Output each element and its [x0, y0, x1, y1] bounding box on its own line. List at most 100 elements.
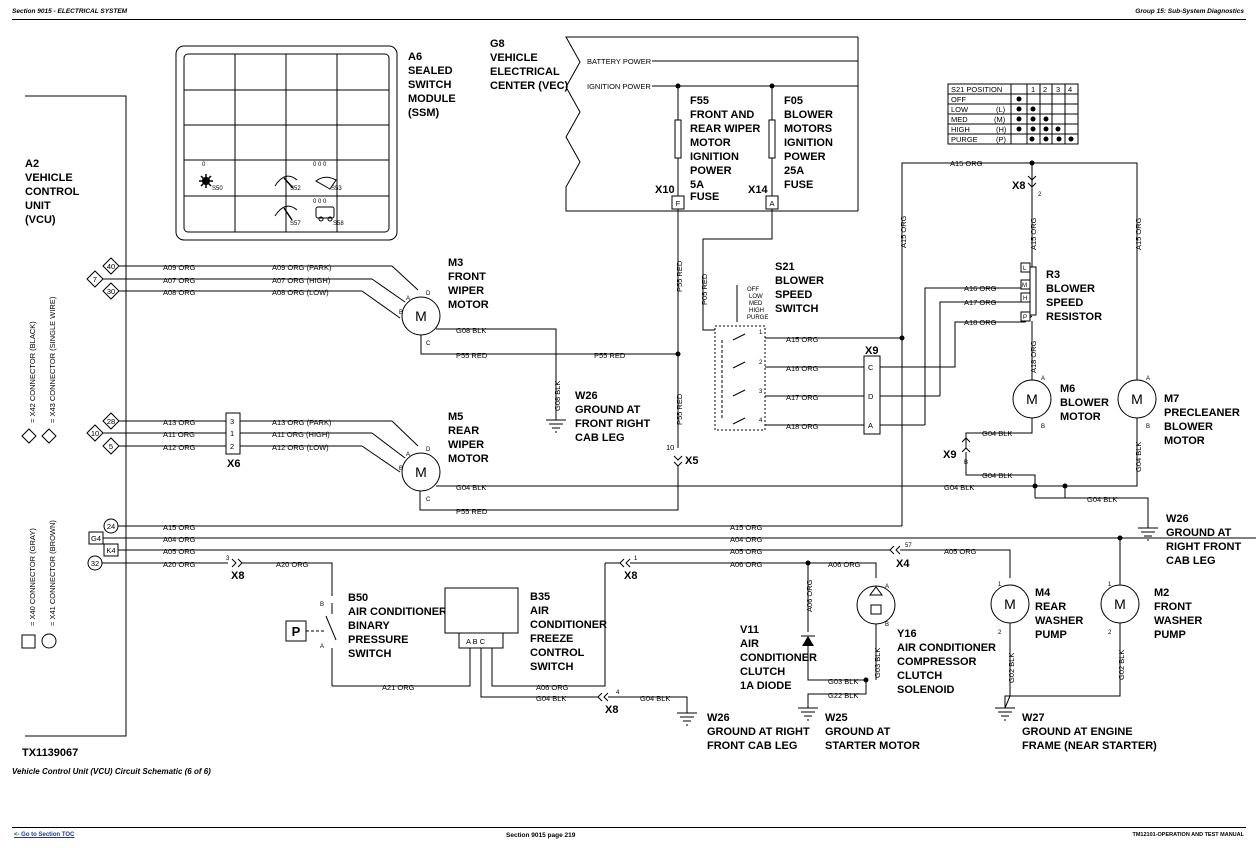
svg-text:GROUND AT ENGINE: GROUND AT ENGINE	[1022, 726, 1133, 738]
s21-table-dot	[1029, 136, 1035, 142]
vec-outline	[565, 36, 858, 212]
svg-text:4: 4	[616, 690, 620, 696]
svg-text:40: 40	[107, 262, 115, 271]
svg-text:57: 57	[905, 543, 912, 549]
x41-legend: = X41 CONNECTOR (BROWN)	[48, 520, 57, 626]
svg-text:SEALED: SEALED	[408, 65, 453, 77]
w27-ground-symbol	[995, 707, 1015, 721]
x5-pin: 10	[666, 443, 674, 452]
svg-text:A07 ORG: A07 ORG	[163, 276, 196, 285]
svg-text:CLUTCH: CLUTCH	[740, 666, 785, 678]
svg-text:A: A	[1146, 376, 1150, 382]
svg-text:POWER: POWER	[784, 151, 826, 163]
svg-text:2: 2	[1108, 630, 1112, 636]
svg-text:M6: M6	[1060, 383, 1075, 395]
goto-section-toc-link[interactable]: <- Go to Section TOC	[14, 832, 75, 838]
svg-text:Y16: Y16	[897, 628, 917, 640]
x43-legend: = X43 CONNECTOR (SINGLE WIRE)	[48, 296, 57, 423]
svg-text:(H): (H)	[996, 125, 1007, 134]
svg-text:B50: B50	[348, 592, 368, 604]
svg-text:A17 ORG: A17 ORG	[786, 393, 819, 402]
svg-text:2: 2	[759, 360, 763, 366]
svg-text:5A: 5A	[690, 179, 704, 191]
svg-text:G04 BLK: G04 BLK	[1134, 442, 1143, 472]
svg-text:S21 POSITION: S21 POSITION	[951, 85, 1002, 94]
svg-text:B: B	[1041, 424, 1045, 430]
svg-text:S58: S58	[333, 221, 344, 227]
s21-table-dot	[1056, 136, 1062, 142]
svg-text:(P): (P)	[996, 135, 1007, 144]
svg-text:P55 RED: P55 RED	[456, 351, 488, 360]
header-section: Section 9015 - ELECTRICAL SYSTEM	[12, 8, 128, 15]
svg-text:A15 ORG: A15 ORG	[163, 523, 196, 532]
f55-fuse	[674, 119, 682, 159]
s21-table-dot	[1030, 126, 1036, 132]
svg-text:FRONT: FRONT	[1154, 601, 1192, 613]
ignition-power: IGNITION POWER	[587, 82, 651, 91]
svg-text:IGNITION: IGNITION	[690, 151, 739, 163]
svg-text:CAB LEG: CAB LEG	[575, 432, 625, 444]
svg-text:A07 ORG (HIGH): A07 ORG (HIGH)	[272, 276, 331, 285]
svg-text:0 0 0: 0 0 0	[313, 199, 327, 205]
svg-text:AIR: AIR	[740, 638, 759, 650]
s21-table-dot	[1016, 106, 1022, 112]
svg-text:MOTOR: MOTOR	[448, 453, 489, 465]
svg-text:A05 ORG: A05 ORG	[944, 547, 977, 556]
svg-text:G03 BLK: G03 BLK	[873, 648, 882, 678]
svg-text:A17 ORG: A17 ORG	[964, 298, 997, 307]
svg-text:SPEED: SPEED	[1046, 297, 1083, 309]
x9-label: X9	[865, 345, 878, 357]
a15-left-vertical: A15 ORG	[899, 215, 908, 248]
blower-switch-icon	[199, 174, 213, 188]
svg-text:C: C	[426, 497, 431, 503]
svg-text:MOTORS: MOTORS	[784, 123, 832, 135]
svg-text:LOW: LOW	[951, 105, 969, 114]
svg-text:A04 ORG: A04 ORG	[730, 535, 763, 544]
w26-right-ground-symbol	[1138, 527, 1158, 541]
svg-text:1: 1	[230, 429, 234, 438]
svg-text:POWER: POWER	[690, 165, 732, 177]
footer-rule	[12, 827, 1246, 828]
svg-text:WIPER: WIPER	[448, 285, 484, 297]
svg-text:WASHER: WASHER	[1035, 615, 1083, 627]
svg-text:A B C: A B C	[466, 637, 486, 646]
svg-text:M5: M5	[448, 411, 463, 423]
svg-text:25A: 25A	[784, 165, 804, 177]
svg-text:A: A	[406, 296, 410, 302]
svg-text:(M): (M)	[994, 115, 1006, 124]
s21-table-dot	[1016, 96, 1022, 102]
svg-text:10: 10	[91, 429, 99, 438]
svg-text:G02 BLK: G02 BLK	[1117, 650, 1126, 680]
x9-connector	[863, 355, 881, 435]
svg-text:4: 4	[1068, 85, 1072, 94]
svg-text:ELECTRICAL: ELECTRICAL	[490, 66, 560, 78]
svg-text:BLOWER: BLOWER	[1060, 397, 1109, 409]
svg-text:S50: S50	[212, 186, 223, 192]
svg-text:G04 BLK: G04 BLK	[944, 483, 974, 492]
svg-text:32: 32	[91, 559, 99, 568]
svg-text:FUSE: FUSE	[784, 179, 813, 191]
svg-text:MOTOR: MOTOR	[1060, 411, 1101, 423]
svg-text:A06 ORG: A06 ORG	[730, 560, 763, 569]
svg-text:F55: F55	[690, 95, 709, 107]
svg-text:FUSE: FUSE	[690, 191, 719, 203]
svg-text:A: A	[885, 584, 889, 590]
x42-legend-shape	[21, 428, 37, 444]
svg-text:REAR: REAR	[448, 425, 479, 437]
svg-text:A11 ORG: A11 ORG	[163, 430, 195, 439]
svg-text:A2: A2	[25, 158, 39, 170]
svg-text:M: M	[1131, 391, 1143, 407]
svg-text:BLOWER: BLOWER	[775, 275, 824, 287]
svg-text:3: 3	[1056, 85, 1060, 94]
svg-text:G8: G8	[490, 38, 505, 50]
